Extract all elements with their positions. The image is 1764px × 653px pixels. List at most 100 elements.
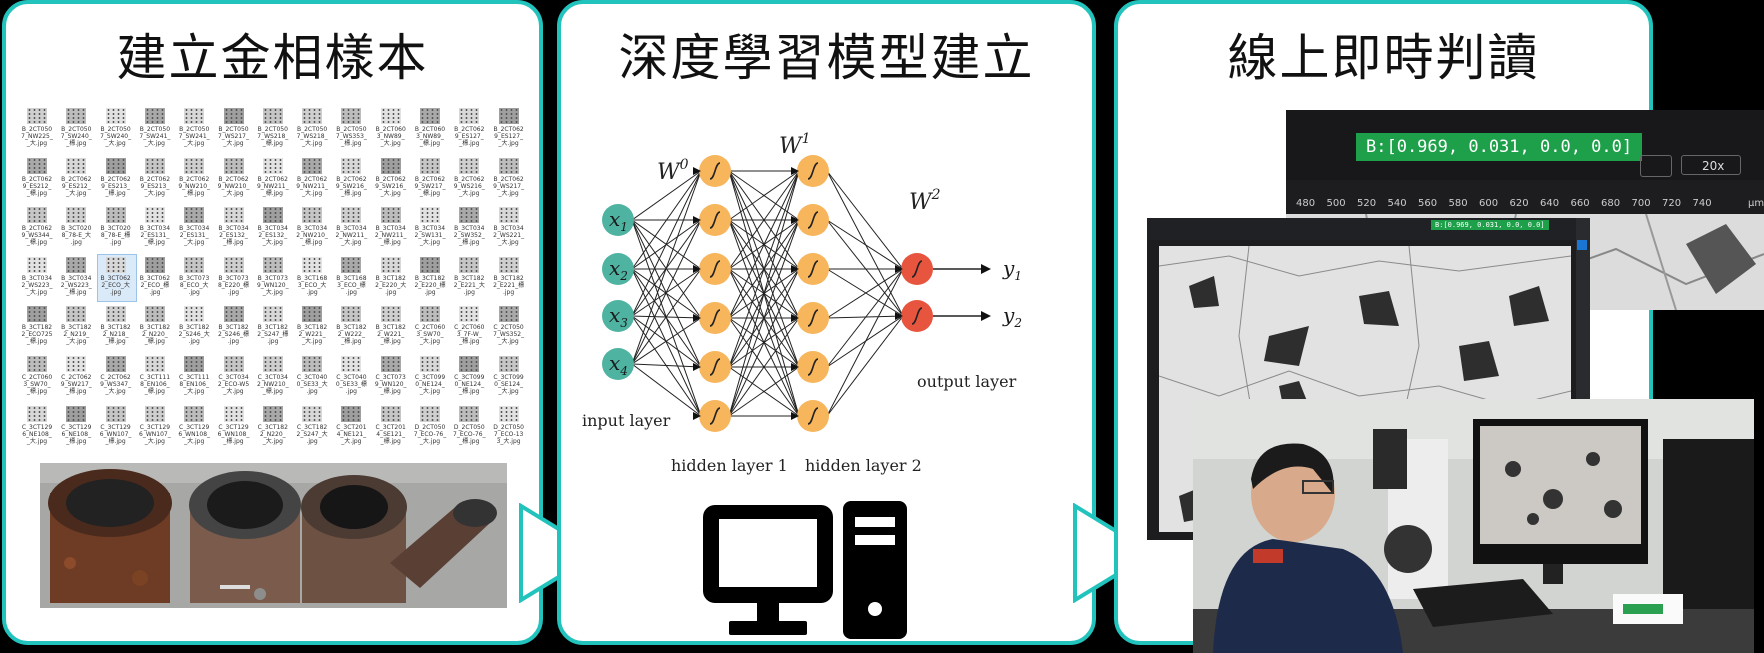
thumbnail-image[interactable] (302, 356, 323, 372)
thumbnail-image[interactable] (498, 157, 519, 174)
thumbnail-image[interactable] (420, 356, 440, 372)
thumbnail-image[interactable] (144, 356, 165, 372)
thumbnail-image[interactable] (341, 108, 362, 124)
thumbnail-image[interactable] (459, 405, 480, 422)
thumbnail-image[interactable] (66, 306, 87, 323)
thumbnail-image[interactable] (66, 405, 87, 422)
thumbnail-image[interactable] (420, 207, 440, 224)
zoom-select[interactable]: 20x (1681, 155, 1741, 175)
thumbnail-image[interactable] (302, 256, 323, 273)
thumbnail-image[interactable] (459, 306, 480, 323)
thumbnail-image[interactable] (459, 108, 480, 124)
thumbnail-image[interactable] (498, 306, 519, 323)
thumbnail-image[interactable] (105, 306, 126, 323)
connection-edge (826, 268, 904, 317)
thumbnail-image[interactable] (184, 207, 205, 224)
thumbnail-image[interactable] (223, 207, 244, 224)
thumbnail-image[interactable] (144, 405, 165, 422)
thumbnail-image[interactable] (341, 356, 362, 372)
output-arrowhead (981, 311, 991, 321)
input-arrowhead (895, 312, 903, 320)
thumbnail-image[interactable] (27, 256, 47, 273)
thumbnail-image[interactable] (302, 405, 323, 422)
thumbnail-caption: C_3CT129 6_NE108_ _大.jpg (21, 423, 53, 445)
thumbnail-image[interactable] (27, 306, 47, 323)
thumbnail-image[interactable] (380, 405, 401, 422)
thumbnail-image[interactable] (302, 157, 323, 174)
thumbnail-caption: B_2CT050 7_SW241_ _大.jpg (139, 126, 171, 147)
thumbnail-image[interactable] (66, 256, 87, 273)
thumbnail-image[interactable] (380, 207, 401, 224)
thumbnail-image[interactable] (380, 108, 401, 124)
thumbnail-image[interactable] (27, 405, 47, 422)
thumbnail-image[interactable] (184, 256, 205, 273)
thumbnail-image[interactable] (105, 108, 126, 124)
thumbnail-image[interactable] (223, 405, 244, 422)
thumbnail-image[interactable] (498, 356, 519, 372)
thumbnail-image[interactable] (302, 207, 323, 224)
thumbnail-image[interactable] (380, 356, 401, 372)
thumbnail-image[interactable] (105, 256, 126, 273)
thumbnail-image[interactable] (420, 405, 440, 422)
thumbnail-image[interactable] (459, 157, 480, 174)
thumbnail-image[interactable] (420, 157, 440, 174)
thumbnail-image[interactable] (341, 306, 362, 323)
thumbnail-image[interactable] (262, 207, 283, 224)
thumbnail-image[interactable] (27, 356, 47, 372)
thumbnail-image[interactable] (144, 306, 165, 323)
thumbnail-image[interactable] (184, 157, 205, 174)
thumbnail-image[interactable] (144, 157, 165, 174)
operator-at-microscope-illustration (1193, 399, 1754, 653)
thumbnail-image[interactable] (302, 306, 323, 323)
thumbnail-image[interactable] (105, 356, 126, 372)
thumbnail-image[interactable] (498, 256, 519, 273)
thumbnail-image[interactable] (262, 306, 283, 323)
thumbnail-image[interactable] (498, 405, 519, 422)
thumbnail-image[interactable] (66, 207, 87, 224)
thumbnail-image[interactable] (262, 405, 283, 422)
thumbnail-image[interactable] (105, 207, 126, 224)
thumbnail-image[interactable] (27, 157, 47, 174)
thumbnail-image[interactable] (184, 306, 205, 323)
thumbnail-image[interactable] (459, 256, 480, 273)
thumbnail-image[interactable] (498, 207, 519, 224)
thumbnail-image[interactable] (66, 108, 87, 124)
thumbnail-image[interactable] (144, 108, 165, 124)
thumbnail-image[interactable] (380, 256, 401, 273)
thumbnail-image[interactable] (262, 356, 283, 372)
thumbnail-image[interactable] (223, 157, 244, 174)
thumbnail-image[interactable] (66, 356, 87, 372)
thumbnail-image[interactable] (27, 207, 47, 224)
thumbnail-image[interactable] (341, 256, 362, 273)
thumbnail-image[interactable] (380, 306, 401, 323)
thumbnail-image[interactable] (184, 108, 205, 124)
thumbnail-image[interactable] (262, 157, 283, 174)
thumbnail-image[interactable] (262, 256, 283, 273)
thumbnail-image[interactable] (459, 356, 480, 372)
layout-toggle-button[interactable] (1640, 155, 1672, 177)
thumbnail-image[interactable] (341, 207, 362, 224)
thumbnail-image[interactable] (380, 157, 401, 174)
thumbnail-image[interactable] (498, 108, 519, 124)
thumbnail-image[interactable] (223, 108, 244, 124)
thumbnail-image[interactable] (184, 356, 205, 372)
thumbnail-image[interactable] (341, 405, 362, 422)
thumbnail-image[interactable] (144, 256, 165, 273)
thumbnail-image[interactable] (420, 256, 440, 273)
thumbnail-image[interactable] (105, 405, 126, 422)
thumbnail-image[interactable] (223, 356, 244, 372)
thumbnail-image[interactable] (184, 405, 205, 422)
thumbnail-image[interactable] (27, 108, 47, 124)
thumbnail-image[interactable] (144, 207, 165, 224)
thumbnail-image[interactable] (341, 157, 362, 174)
thumbnail-image[interactable] (420, 306, 440, 323)
thumbnail-image[interactable] (262, 108, 283, 124)
thumbnail-image[interactable] (459, 207, 480, 224)
thumbnail-image[interactable] (66, 157, 87, 174)
thumbnail-image[interactable] (105, 157, 126, 174)
thumbnail-image[interactable] (420, 108, 440, 124)
save-icon[interactable] (1577, 240, 1587, 250)
thumbnail-image[interactable] (223, 306, 244, 323)
thumbnail-image[interactable] (302, 108, 323, 124)
thumbnail-image[interactable] (223, 256, 244, 273)
